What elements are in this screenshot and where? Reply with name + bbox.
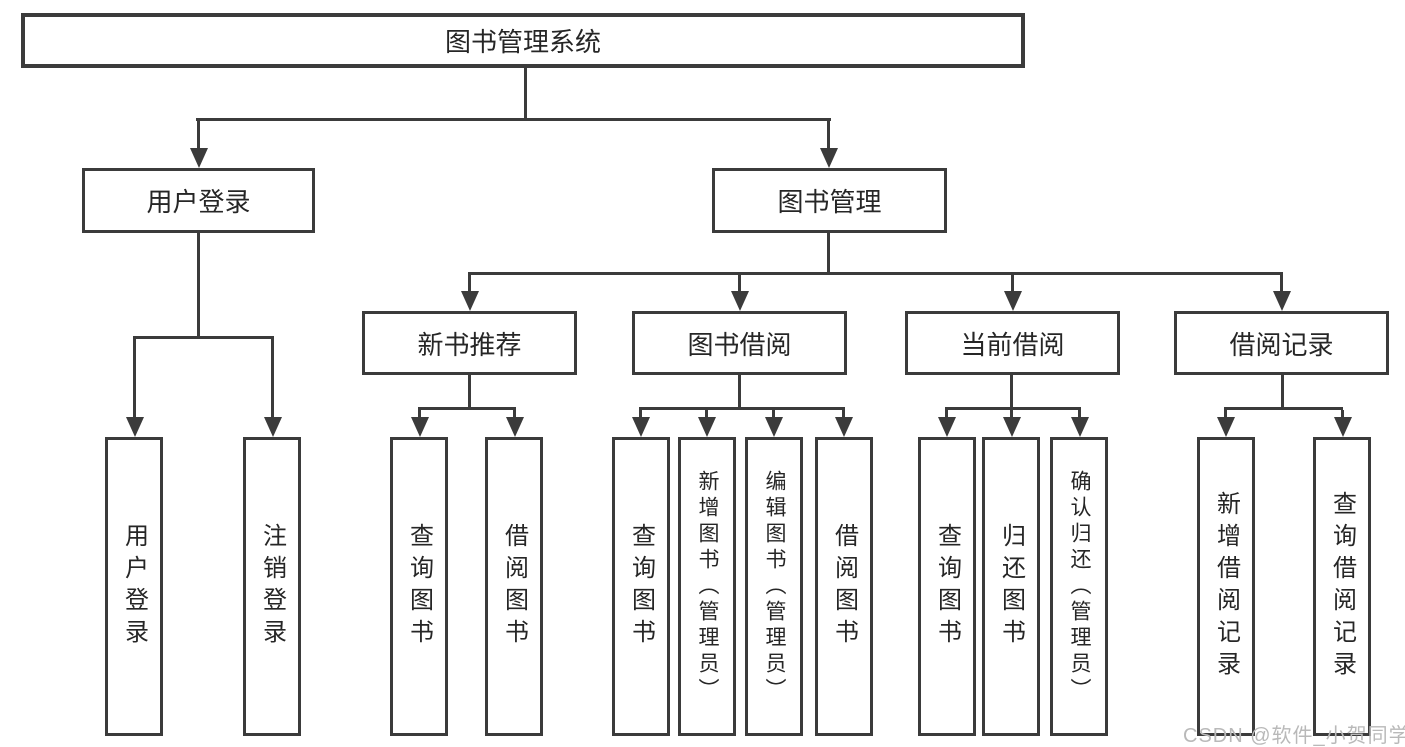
arrow-to-cb-confirm-return xyxy=(1078,410,1081,417)
connector-user-login-vline xyxy=(197,233,200,339)
leaf-bb-borrow-books: 借阅图书 xyxy=(815,437,873,736)
connector-cb-vline xyxy=(1010,375,1013,410)
node-borrowing-records: 借阅记录 xyxy=(1174,311,1389,375)
arrow-to-bb-query-books xyxy=(639,410,642,417)
connector-user-login-hline xyxy=(133,336,274,339)
arrow-to-user-login xyxy=(197,121,200,148)
connector-cb-hline xyxy=(945,407,1081,410)
connector-book-mgmt-hline xyxy=(468,272,1283,275)
node-library-management-system: 图书管理系统 xyxy=(21,13,1025,68)
leaf-bb-edit-books-admin: 编辑图书（管理员） xyxy=(745,437,803,736)
leaf-user-login: 用户登录 xyxy=(105,437,163,736)
node-book-management: 图书管理 xyxy=(712,168,947,233)
connector-bb-hline xyxy=(639,407,845,410)
arrow-to-rec-borrow-books xyxy=(513,410,516,417)
connector-root-hline xyxy=(196,118,831,121)
arrow-to-cb-return-books xyxy=(1010,410,1013,417)
arrow-to-bb-edit-books xyxy=(772,410,775,417)
node-new-book-recommendation: 新书推荐 xyxy=(362,311,577,375)
node-user-login: 用户登录 xyxy=(82,168,315,233)
connector-bb-vline xyxy=(738,375,741,410)
node-current-borrowing: 当前借阅 xyxy=(905,311,1120,375)
arrow-to-bb-borrow-books xyxy=(842,410,845,417)
connector-br-vline xyxy=(1281,375,1284,410)
arrow-to-borrowing-records xyxy=(1280,275,1283,291)
arrow-to-leaf-logout xyxy=(271,339,274,417)
arrow-to-cb-query-books xyxy=(945,410,948,417)
leaf-br-query-record: 查询借阅记录 xyxy=(1313,437,1371,736)
arrow-to-book-management xyxy=(827,121,830,148)
arrow-to-leaf-user-login xyxy=(133,339,136,417)
leaf-cb-return-books: 归还图书 xyxy=(982,437,1040,736)
arrow-to-new-book-recommendation xyxy=(468,275,471,291)
leaf-rec-query-books: 查询图书 xyxy=(390,437,448,736)
node-book-borrowing: 图书借阅 xyxy=(632,311,847,375)
connector-rec-hline xyxy=(418,407,516,410)
csdn-watermark: CSDN @软件_小贺同学 xyxy=(1183,725,1405,747)
connector-br-hline xyxy=(1224,407,1343,410)
leaf-rec-borrow-books: 借阅图书 xyxy=(485,437,543,736)
connector-root-vline xyxy=(524,68,527,121)
connector-book-mgmt-vline xyxy=(827,233,830,275)
connector-rec-vline xyxy=(468,375,471,410)
leaf-cb-query-books: 查询图书 xyxy=(918,437,976,736)
leaf-logout: 注销登录 xyxy=(243,437,301,736)
leaf-bb-add-books-admin: 新增图书（管理员） xyxy=(678,437,736,736)
leaf-cb-confirm-return-admin: 确认归还（管理员） xyxy=(1050,437,1108,736)
arrow-to-current-borrowing xyxy=(1011,275,1014,291)
leaf-br-add-record: 新增借阅记录 xyxy=(1197,437,1255,736)
arrow-to-book-borrowing xyxy=(738,275,741,291)
arrow-to-br-query-record xyxy=(1341,410,1344,417)
arrow-to-br-add-record xyxy=(1224,410,1227,417)
arrow-to-rec-query-books xyxy=(418,410,421,417)
leaf-bb-query-books: 查询图书 xyxy=(612,437,670,736)
arrow-to-bb-add-books xyxy=(705,410,708,417)
